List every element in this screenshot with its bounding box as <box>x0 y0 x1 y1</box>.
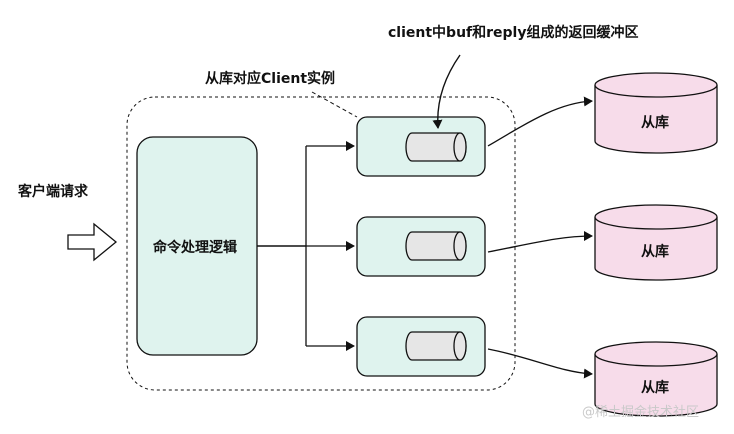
return-buffer-label: client中buf和reply组成的返回缓冲区 <box>388 25 639 41</box>
buffer-label-pointer <box>432 54 461 129</box>
slave-client-instance-label: 从库对应Client实例 <box>205 71 336 87</box>
slave-db-cylinder-icon <box>594 341 718 417</box>
slave-arrow <box>487 231 593 253</box>
slave-label: 从库 <box>641 244 669 260</box>
slave-label: 从库 <box>641 380 669 396</box>
watermark: @稀土掘金技术社区 <box>582 405 700 420</box>
slave-db-cylinder-icon <box>594 72 718 154</box>
client-label-leader <box>311 91 358 118</box>
slave-label: 从库 <box>641 115 669 131</box>
input-arrow-icon <box>67 222 118 262</box>
command-logic-label: 命令处理逻辑 <box>153 240 237 256</box>
slave-arrow <box>487 348 593 379</box>
slave-db-cylinder-icon <box>594 204 718 281</box>
buffer-cylinder-icon <box>405 331 467 361</box>
client-request-label: 客户端请求 <box>18 184 88 200</box>
buffer-cylinder-icon <box>405 231 467 261</box>
slave-arrow <box>487 96 593 147</box>
buffer-cylinder-icon <box>405 132 467 162</box>
master-instance-boundary <box>126 96 516 391</box>
